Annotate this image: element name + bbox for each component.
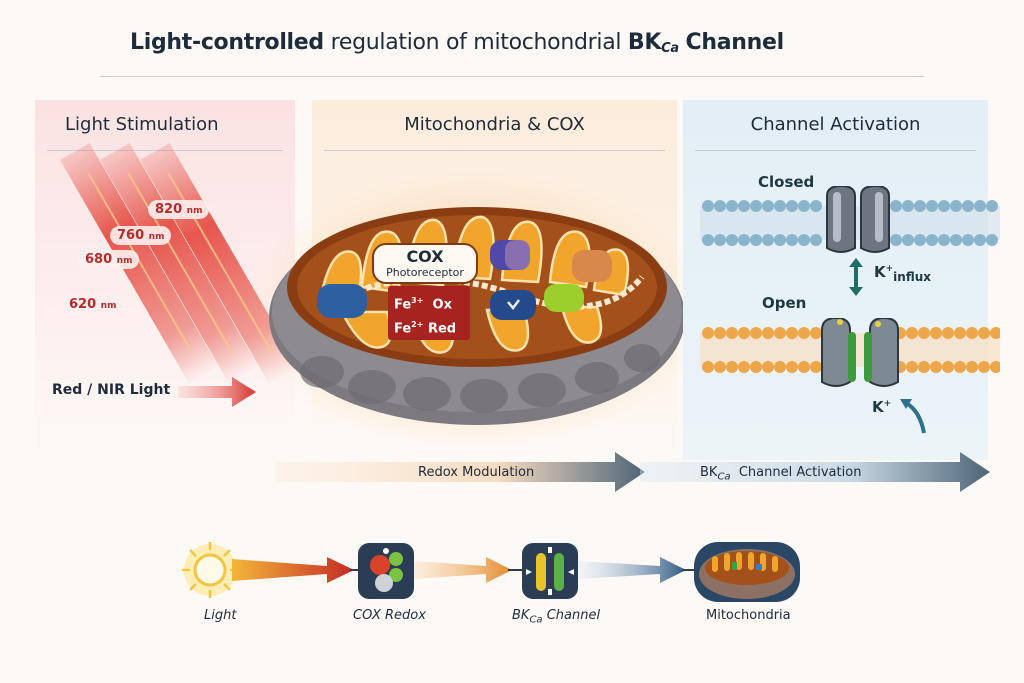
mitochondria-icon xyxy=(694,542,800,602)
channel-panel-divider xyxy=(695,150,976,151)
outer-membrane-texture xyxy=(300,344,660,413)
bkca-channel-icon xyxy=(522,543,578,599)
step-label-mitochondria: Mitochondria xyxy=(706,608,791,623)
wavelength-label-620: 620 nm xyxy=(62,295,124,314)
lipid-heads-open xyxy=(702,327,1000,373)
step-label-bkca-channel: BKCa Channel xyxy=(512,608,601,626)
title-channel-suffix: Channel xyxy=(685,30,785,55)
iron-redox-state-box: Fe3+ Ox Fe2+ Red xyxy=(388,286,470,340)
light-to-cox-arrow xyxy=(232,557,364,583)
light-panel-heading: Light Stimulation xyxy=(65,114,219,135)
title-regular: regulation of mitochondrial xyxy=(330,30,622,55)
cox-subtitle: Photoreceptor xyxy=(386,266,464,279)
protein-complexes xyxy=(317,240,612,320)
sun-icon xyxy=(182,542,238,598)
closed-state-label: Closed xyxy=(758,173,815,191)
cox-photoreceptor-label: COX Photoreceptor xyxy=(372,243,478,284)
cox-to-channel-arrow xyxy=(414,557,524,583)
lipid-heads-top xyxy=(702,200,998,246)
cox-title: COX xyxy=(406,247,444,266)
open-channel-icon xyxy=(821,318,899,387)
title-channel-prefix: BK xyxy=(627,30,662,55)
wavelength-label-820: 820 nm xyxy=(148,200,210,219)
channel-activation-panel: Channel Activation xyxy=(683,100,988,460)
title-bold: Light-controlled xyxy=(130,30,324,55)
channel-activation-arrow xyxy=(640,452,990,492)
k-influx-label: K+influx xyxy=(874,263,932,284)
step-label-light: Light xyxy=(204,608,237,623)
bidirectional-arrow-icon xyxy=(849,258,863,296)
wavelength-label-680: 680 nm xyxy=(78,250,140,269)
open-state-label: Open xyxy=(762,294,807,312)
title-divider xyxy=(100,76,924,77)
bkca-activation-label: BKCa Channel Activation xyxy=(700,465,862,483)
title-channel-subscript: Ca xyxy=(661,41,679,56)
redox-modulation-arrow xyxy=(275,452,645,492)
fe2-reduced-row: Fe2+ Red xyxy=(394,320,457,337)
red-light-arrow-icon xyxy=(178,377,256,407)
mitochondrion-illustration xyxy=(269,207,685,425)
closed-channel-icon xyxy=(826,186,890,253)
cox-redox-icon xyxy=(358,543,414,599)
red-nir-light-label: Red / NIR Light xyxy=(52,382,171,398)
k-ion-label: K+ xyxy=(872,398,892,416)
channel-to-mitochondria-arrow xyxy=(578,557,696,583)
mito-panel-heading: Mitochondria & COX xyxy=(404,114,585,135)
diagram-title: Light-controlled regulation of mitochond… xyxy=(130,30,784,56)
redox-modulation-label: Redox Modulation xyxy=(418,465,535,480)
step-label-cox-redox: COX Redox xyxy=(353,608,426,623)
wavelength-label-760: 760 nm xyxy=(110,226,172,245)
fe3-oxidized-row: Fe3+ Ox xyxy=(394,296,452,313)
curved-arrow-icon xyxy=(900,399,926,434)
channel-panel-heading: Channel Activation xyxy=(750,114,921,135)
mito-panel-divider xyxy=(324,150,665,151)
